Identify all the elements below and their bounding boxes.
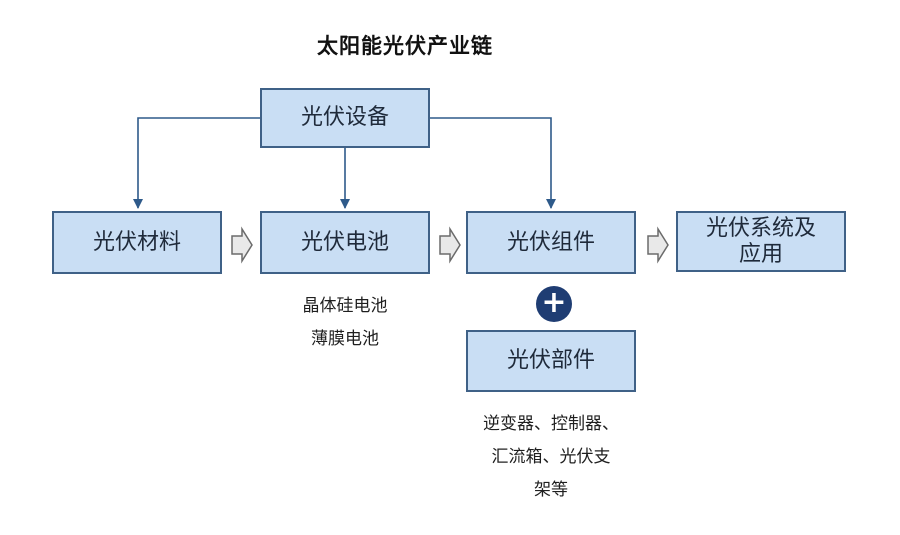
cells-note-line: 晶体硅电池 — [302, 296, 388, 316]
node-materials: 光伏材料 — [52, 211, 222, 274]
node-components: 光伏部件 — [466, 330, 636, 392]
cells-note-line: 薄膜电池 — [311, 329, 379, 349]
node-modules: 光伏组件 — [466, 211, 636, 274]
connector-equipment-modules — [430, 117, 556, 209]
flow-arrow-materials-cells — [231, 226, 253, 264]
components-note-line: 逆变器、控制器、 — [483, 414, 619, 434]
connector-equipment-materials — [133, 117, 260, 209]
diagram-title: 太阳能光伏产业链 — [317, 34, 493, 58]
cells-notes: 晶体硅电池 薄膜电池 — [260, 290, 430, 356]
plus-icon: + — [536, 286, 572, 322]
flow-arrow-cells-modules — [439, 226, 461, 264]
components-note-line: 架等 — [534, 480, 568, 500]
node-cells: 光伏电池 — [260, 211, 430, 274]
flow-arrow-modules-systems — [647, 226, 669, 264]
components-note-line: 汇流箱、光伏支 — [491, 447, 611, 467]
node-equipment: 光伏设备 — [260, 88, 430, 148]
node-systems: 光伏系统及应用 — [676, 211, 846, 272]
components-notes: 逆变器、控制器、 汇流箱、光伏支 架等 — [436, 408, 666, 507]
